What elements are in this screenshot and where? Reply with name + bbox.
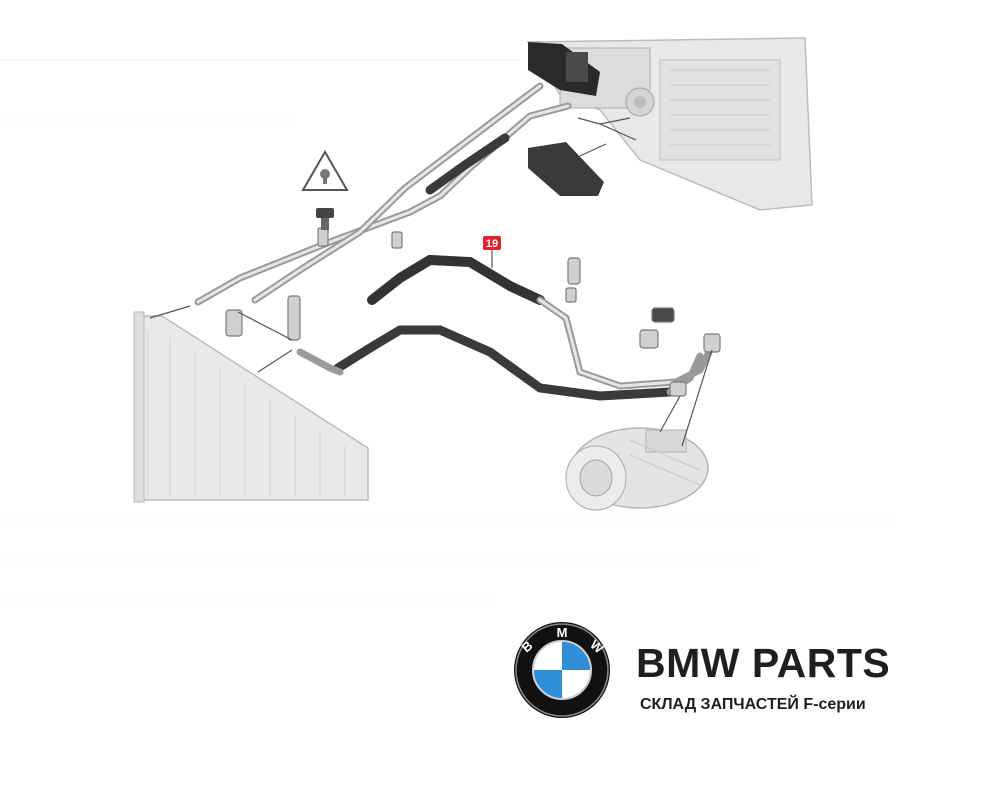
callout-number: 19 (486, 238, 498, 250)
logo-letter-m: M (557, 625, 568, 640)
expansion-valve (528, 42, 600, 96)
upper-ac-line (194, 82, 572, 306)
pressure-hose-19 (367, 254, 716, 390)
warning-triangle-icon (301, 150, 349, 191)
brand-title: BMW PARTS (636, 640, 891, 686)
fittings (225, 227, 721, 397)
condenser (133, 311, 369, 503)
background-texture (0, 59, 900, 601)
brand-subtitle: СКЛАД ЗАПЧАСТЕЙ F-серии (640, 696, 866, 713)
seal-bracket (528, 142, 604, 196)
callout-19[interactable]: 19 (483, 236, 501, 250)
bolt-icon (316, 208, 334, 230)
leader-lines (149, 117, 713, 447)
bmw-logo: B M W (514, 622, 610, 718)
engine-block (526, 37, 813, 211)
ac-compressor (565, 427, 709, 511)
